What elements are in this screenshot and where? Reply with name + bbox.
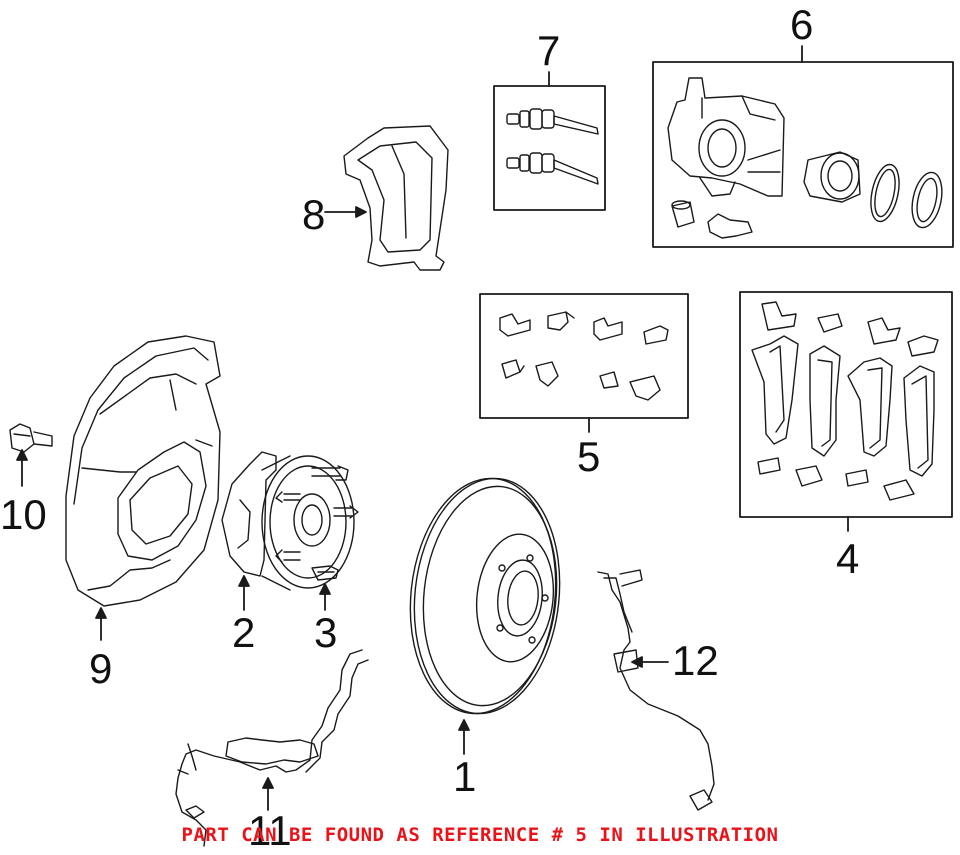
caliper-assembly (653, 46, 953, 247)
callout-12: 12 (672, 637, 719, 684)
callout-7: 7 (537, 27, 561, 74)
hub-bearing (222, 452, 358, 590)
leader-lines (17, 207, 668, 810)
callout-8: 8 (302, 191, 326, 238)
brake-wear-sensor (598, 570, 714, 810)
abs-wheel-speed-sensor (176, 650, 368, 846)
callout-11: 11 (248, 807, 292, 854)
caliper-bracket (344, 126, 448, 270)
callout-5: 5 (577, 433, 601, 480)
callout-4: 4 (836, 535, 860, 582)
dust-shield (66, 336, 220, 606)
hardware-kit (480, 294, 688, 432)
brake-pad-set (740, 292, 952, 531)
callout-6: 6 (790, 1, 814, 48)
reference-notice: PART CAN BE FOUND AS REFERENCE # 5 IN IL… (181, 824, 779, 846)
guide-pin (507, 109, 598, 134)
callout-9: 9 (89, 645, 113, 692)
callout-3: 3 (314, 609, 338, 656)
callout-2: 2 (232, 609, 256, 656)
guide-pin (507, 153, 598, 184)
hub-bolt (10, 424, 52, 452)
brake-rotor (399, 471, 571, 721)
callout-1: 1 (453, 753, 477, 800)
callout-10: 10 (0, 491, 47, 538)
caliper-pin-kit (494, 72, 605, 210)
wheel-stud (312, 566, 338, 580)
